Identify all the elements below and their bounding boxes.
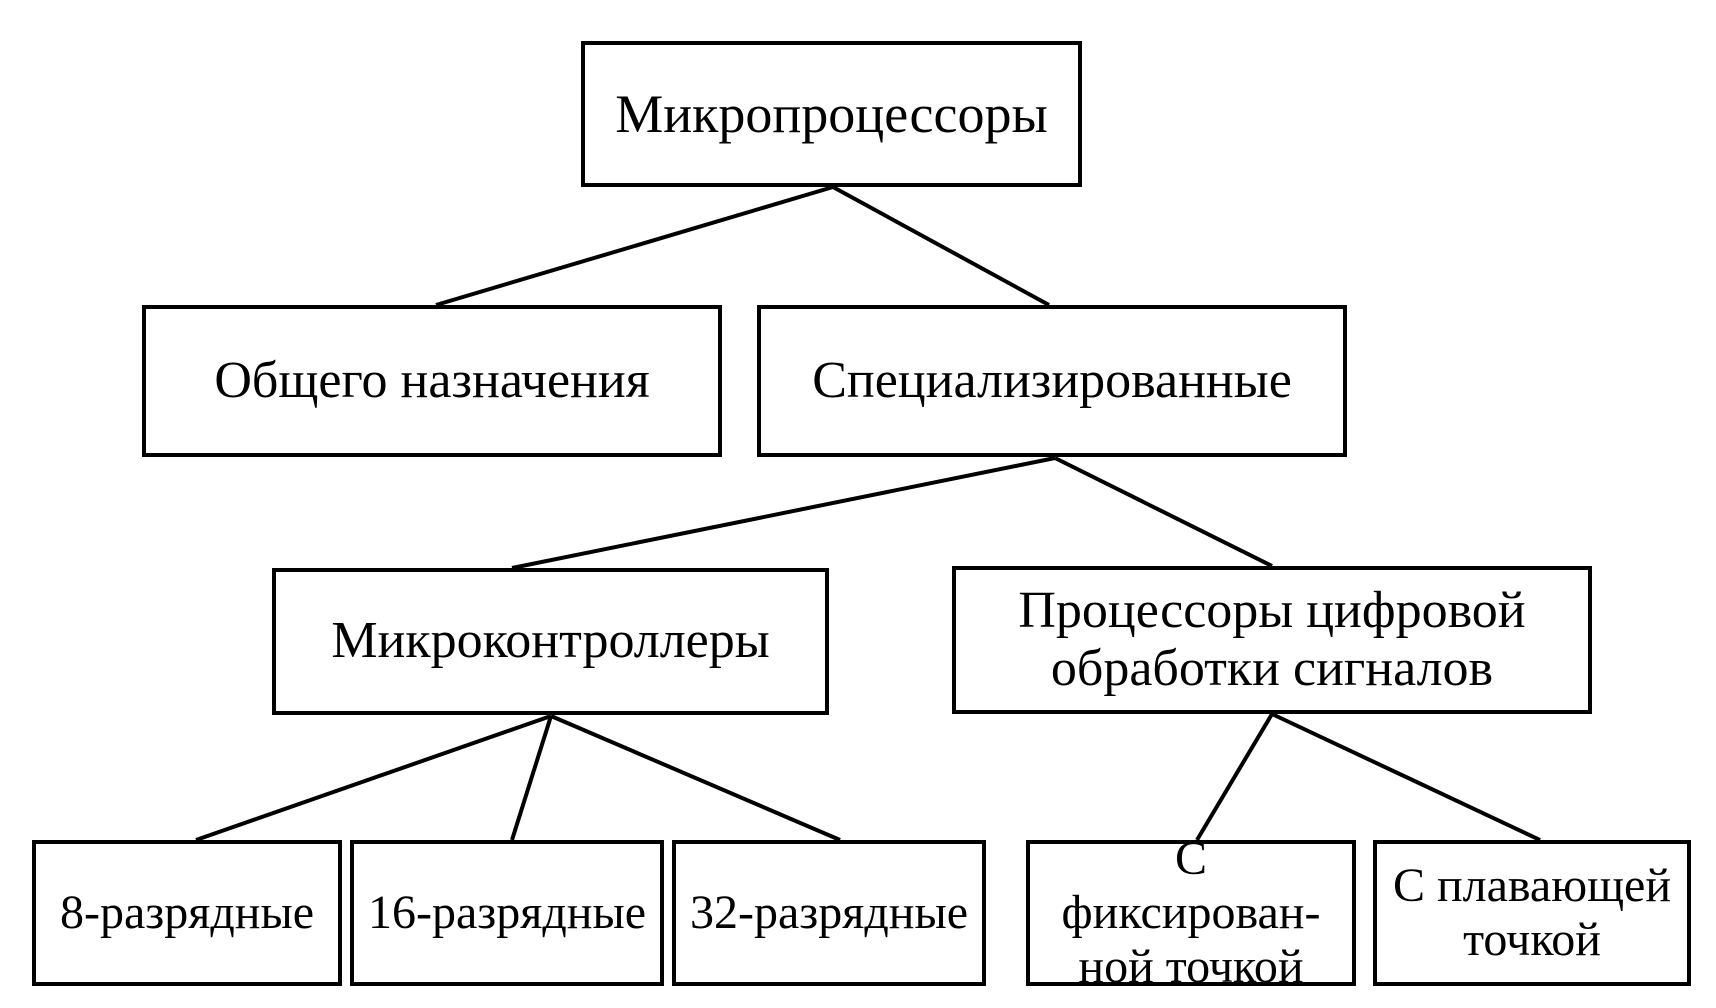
node-specialized-label: Специализированные — [812, 351, 1292, 409]
node-general-purpose-label: Общего назначения — [214, 351, 650, 409]
node-floating-point[interactable]: С плавающей точкой — [1373, 840, 1691, 986]
node-general-purpose[interactable]: Общего назначения — [142, 305, 722, 457]
node-microcontrollers[interactable]: Микроконтроллеры — [272, 568, 829, 715]
node-root[interactable]: Микропроцессоры — [581, 41, 1082, 187]
node-fixed-point-label: С фиксирован- ной точкой — [1061, 832, 1321, 993]
node-8-bit[interactable]: 8-разрядные — [32, 840, 342, 986]
node-16-bit-label: 16-разрядные — [368, 886, 646, 940]
node-fixed-point[interactable]: С фиксирован- ной точкой — [1026, 832, 1356, 993]
node-32-bit-label: 32-разрядные — [690, 886, 968, 940]
node-specialized[interactable]: Специализированные — [757, 305, 1347, 457]
node-root-label: Микропроцессоры — [615, 83, 1048, 144]
node-microcontrollers-label: Микроконтроллеры — [331, 612, 770, 670]
node-32-bit[interactable]: 32-разрядные — [672, 840, 986, 986]
node-dsp-label: Процессоры цифровой обработки сигналов — [1018, 581, 1526, 697]
node-16-bit[interactable]: 16-разрядные — [350, 840, 664, 986]
node-8-bit-label: 8-разрядные — [60, 886, 314, 940]
node-floating-point-label: С плавающей точкой — [1392, 859, 1672, 966]
node-dsp[interactable]: Процессоры цифровой обработки сигналов — [952, 566, 1592, 714]
